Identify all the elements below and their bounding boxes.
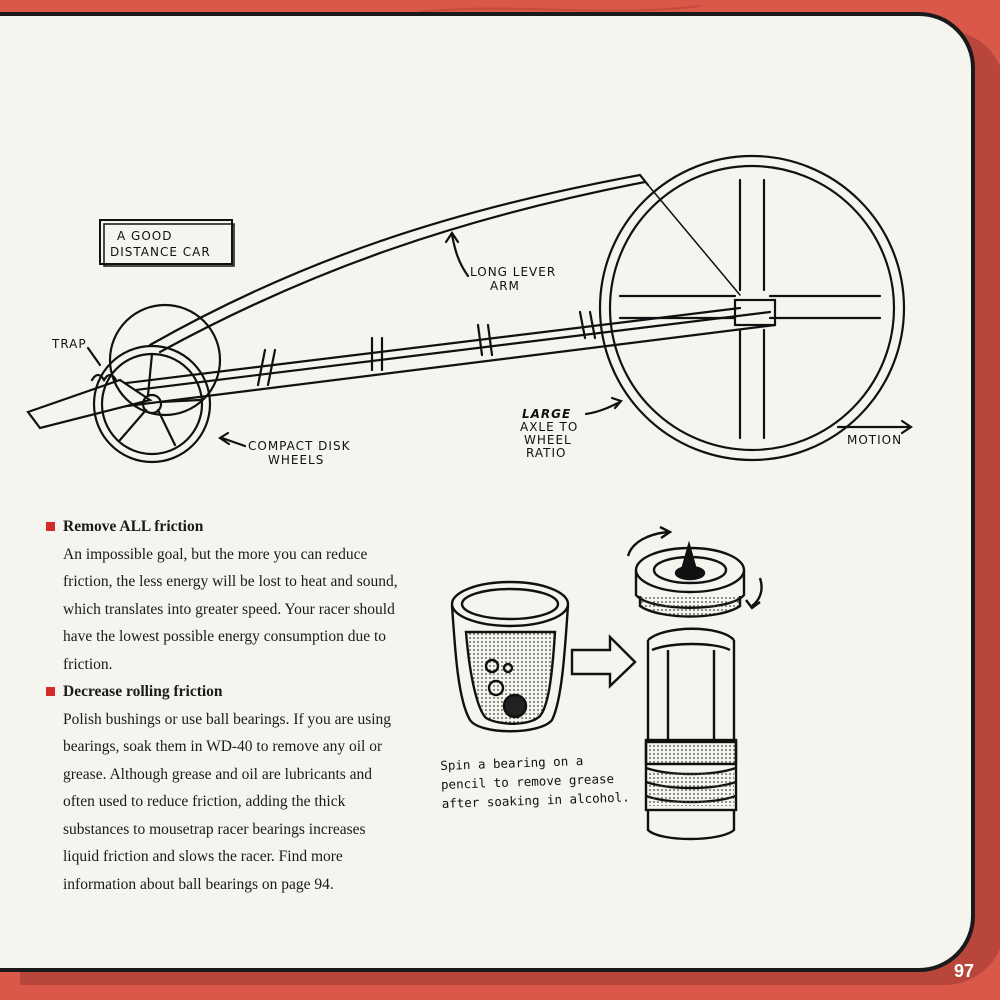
article-text: Remove ALL friction An impossible goal, … <box>46 513 401 898</box>
section-body-rolling: Polish bushings or use ball bearings. If… <box>63 710 392 893</box>
red-square-bullet-icon <box>46 522 55 532</box>
page-number: 97 <box>953 961 974 981</box>
bearing-caption: Spin a bearing on a pencil to remove gre… <box>440 753 630 811</box>
section-heading-text: Remove ALL friction <box>63 518 204 535</box>
section-body-friction: An impossible goal, but the more you can… <box>63 545 398 673</box>
red-square-bullet-icon <box>46 687 55 697</box>
section-heading-friction: Remove ALL friction <box>46 513 401 541</box>
section-heading-text: Decrease rolling friction <box>63 683 223 700</box>
section-heading-rolling: Decrease rolling friction <box>46 678 401 706</box>
